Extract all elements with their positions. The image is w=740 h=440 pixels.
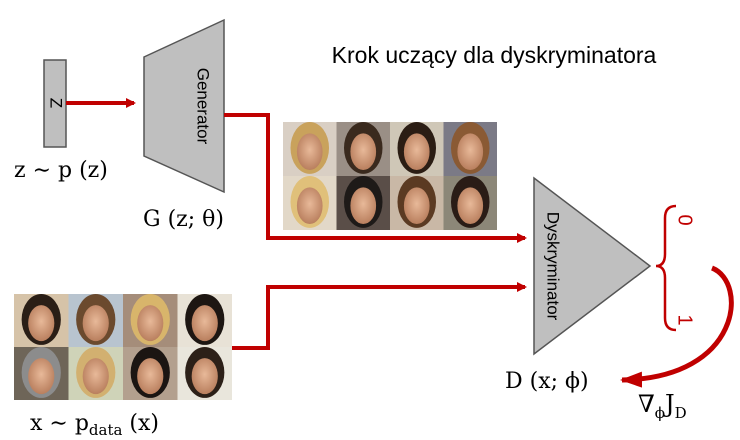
- real-face-thumbnail: [123, 294, 178, 347]
- real-face-thumbnail: [177, 294, 232, 347]
- generated-face-thumbnail: [443, 122, 497, 176]
- generated-face-thumbnail: [390, 122, 444, 176]
- generated-face-thumbnail: [390, 176, 444, 230]
- real-face-thumbnail: [14, 294, 69, 347]
- generated-faces-grid: [283, 122, 497, 230]
- noise-z-label: Z: [47, 98, 66, 108]
- discriminator-block: Dyskryminator: [533, 176, 652, 356]
- discriminator-label: Dyskryminator: [544, 212, 563, 321]
- generated-face-thumbnail: [283, 176, 337, 230]
- real-face-thumbnail: [68, 294, 123, 347]
- arrow-generator-to-discriminator: [224, 113, 527, 243]
- generated-face-thumbnail: [336, 176, 390, 230]
- real-face-thumbnail: [14, 347, 69, 400]
- generated-face-thumbnail: [283, 122, 337, 176]
- arrow-real-to-discriminator: [232, 282, 527, 350]
- generated-face-thumbnail: [443, 176, 497, 230]
- generator-function-label: G (z; θ): [143, 207, 224, 232]
- real-face-thumbnail: [123, 347, 178, 400]
- output-label-zero: 0: [674, 214, 696, 225]
- noise-z-box: Z: [43, 59, 67, 148]
- real-face-thumbnail: [68, 347, 123, 400]
- output-label-one: 1: [674, 314, 696, 325]
- real-face-thumbnail: [177, 347, 232, 400]
- gradient-feedback-arrow: [620, 265, 734, 388]
- real-faces-grid: [14, 294, 232, 400]
- diagram-title: Krok uczący dla dyskryminatora: [332, 42, 657, 68]
- generator-block: Generator: [143, 18, 225, 194]
- discriminator-function-label: D (x; ϕ): [505, 369, 589, 394]
- noise-distribution-label: z ∼ p (z): [14, 158, 108, 183]
- generated-face-thumbnail: [336, 122, 390, 176]
- generator-label: Generator: [194, 68, 213, 145]
- gradient-label: ∇ϕJD: [638, 390, 687, 422]
- data-distribution-label: x ∼ pdata (x): [30, 411, 159, 439]
- output-brace: [655, 204, 677, 332]
